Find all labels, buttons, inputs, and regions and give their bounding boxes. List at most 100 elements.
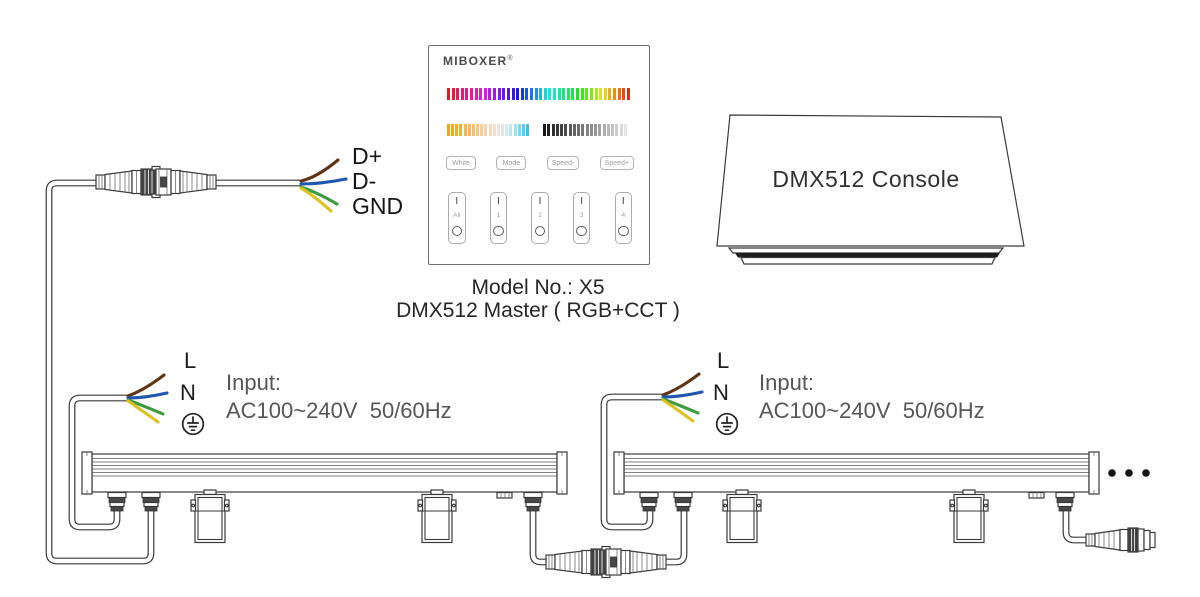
zone-on-symbol: I	[455, 196, 459, 207]
color-bar	[447, 124, 450, 136]
color-bar	[456, 88, 460, 100]
zone-button-row: I All I 1 I 2 I 3 I 4	[448, 192, 632, 245]
model-description: DMX512 Master ( RGB+CCT )	[396, 299, 680, 322]
zone-button-4[interactable]: I 4	[614, 192, 632, 244]
function-button-row: White Mode Speed- Speed+	[446, 156, 634, 171]
color-bar	[488, 124, 492, 136]
color-bar	[576, 88, 580, 100]
color-bar	[585, 124, 589, 136]
color-bar	[543, 124, 546, 136]
color-bar	[543, 88, 547, 100]
zone-label: 1	[496, 212, 501, 219]
neutral-label-left: N	[180, 380, 196, 405]
color-bar	[483, 88, 487, 100]
console-title: DMX512 Console	[772, 166, 960, 192]
live-label-right: L	[717, 348, 730, 373]
dmx-master-panel: MIBOXER® White Mode Speed- Speed+ I All …	[428, 45, 650, 265]
color-bar	[465, 88, 469, 100]
zone-off-circle	[534, 225, 546, 236]
color-bar	[534, 88, 538, 100]
color-bar	[521, 124, 525, 136]
color-bar	[509, 124, 513, 136]
color-bar	[589, 124, 593, 136]
bar1-output-cable	[529, 509, 552, 566]
mode-button[interactable]: Mode	[496, 156, 527, 170]
zone-button-1[interactable]: I 1	[489, 192, 508, 244]
color-bar	[553, 88, 557, 100]
bar2-input-cable	[664, 509, 688, 566]
color-bar	[529, 88, 533, 100]
color-bar	[611, 124, 614, 136]
color-bar	[451, 124, 455, 136]
color-bar	[488, 88, 492, 100]
rainbow-color-strip[interactable]	[447, 88, 630, 100]
color-bar	[492, 124, 496, 136]
live-label-left: L	[184, 348, 197, 373]
color-bar	[506, 88, 510, 100]
zone-button-3[interactable]: I 3	[572, 192, 591, 244]
white-button[interactable]: White	[446, 156, 476, 170]
color-bar	[622, 88, 626, 100]
dmx512-console-body	[716, 114, 1025, 265]
zone-label: 4	[621, 212, 626, 219]
input-label-right: Input:	[759, 370, 815, 395]
bar2-output-cable	[1062, 509, 1088, 544]
color-bar	[547, 124, 551, 136]
color-bar	[539, 88, 543, 100]
color-bar	[471, 124, 475, 136]
earth-ground-icon-right	[715, 412, 739, 436]
input-value-left: AC100~240V 50/60Hz	[226, 398, 452, 423]
speed-plus-button[interactable]: Speed+	[599, 156, 634, 170]
color-bar	[608, 88, 612, 100]
color-bar	[520, 88, 524, 100]
color-bar	[562, 88, 566, 100]
color-bar	[551, 124, 555, 136]
color-bar	[467, 124, 471, 136]
color-bar	[599, 88, 603, 100]
earth-ground-icon-left	[181, 412, 205, 436]
color-bar	[568, 124, 572, 136]
brightness-strip[interactable]	[543, 124, 627, 136]
waterproof-connector-end	[1085, 527, 1156, 553]
color-bar	[470, 88, 474, 100]
ac-input-cable-right	[600, 393, 662, 531]
color-bar	[525, 88, 529, 100]
color-bar	[474, 88, 478, 100]
color-bar	[505, 124, 509, 136]
waterproof-connector-top	[95, 165, 217, 199]
color-bar	[484, 124, 488, 136]
ac-wire-fan-left	[126, 373, 169, 424]
color-bar	[476, 124, 480, 136]
color-bar	[525, 124, 529, 136]
color-bar	[463, 124, 467, 136]
color-bar	[459, 124, 463, 136]
color-bar	[581, 124, 585, 136]
color-bar	[602, 124, 606, 136]
dminus-label: D-	[352, 168, 377, 194]
color-bar	[451, 88, 455, 100]
brand-logo: MIBOXER®	[443, 54, 514, 68]
zone-button-all[interactable]: I All	[448, 192, 466, 244]
zone-off-circle	[451, 225, 462, 236]
ac-wire-fan-right	[661, 372, 704, 423]
zone-off-circle	[618, 225, 629, 236]
color-bar	[502, 88, 506, 100]
input-value-right: AC100~240V 50/60Hz	[759, 398, 985, 423]
dmx-wire-fan	[299, 158, 348, 213]
waterproof-connector-middle	[545, 545, 667, 579]
zone-label: All	[453, 212, 461, 219]
cct-color-strip[interactable]	[447, 124, 529, 136]
color-bar	[615, 124, 619, 136]
input-label-left: Input:	[226, 370, 282, 395]
color-bar	[501, 124, 505, 136]
color-bar	[555, 124, 559, 136]
color-bar	[493, 88, 497, 100]
color-bar	[496, 124, 500, 136]
color-bar	[626, 88, 630, 100]
color-bar	[603, 88, 607, 100]
color-bar	[606, 124, 610, 136]
zone-button-2[interactable]: I 2	[531, 192, 549, 244]
speed-minus-button[interactable]: Speed-	[546, 156, 580, 170]
